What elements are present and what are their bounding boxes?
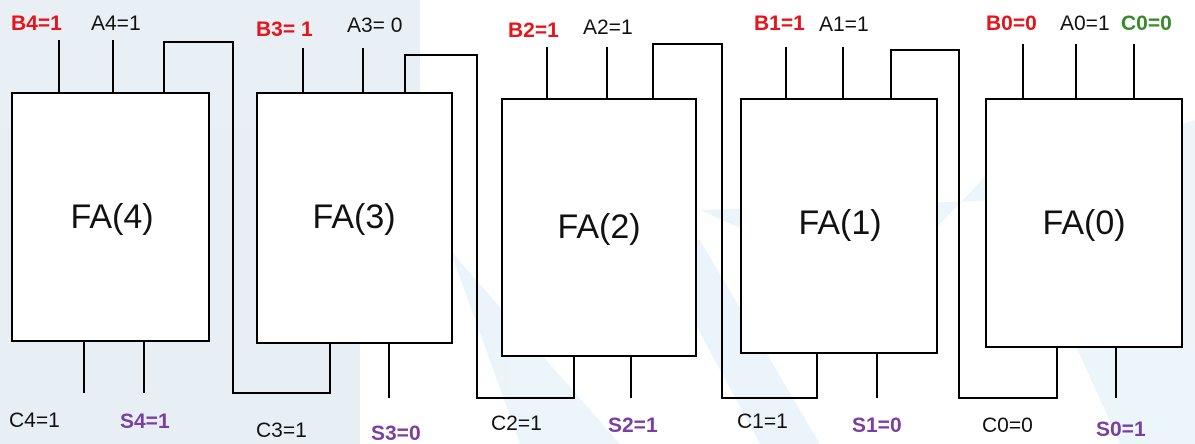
- label-b3: B3= 1: [256, 18, 313, 41]
- label-c4: C4=1: [9, 409, 60, 432]
- label-s0: S0=1: [1096, 418, 1146, 441]
- fa0-box: [985, 98, 1183, 348]
- fa1-box: [740, 98, 938, 354]
- label-c0: C0=0: [982, 414, 1033, 437]
- fa0-label: FA(0): [1042, 204, 1125, 242]
- label-b1: B1=1: [754, 12, 805, 35]
- full-adder-3: FA(3): [256, 48, 575, 399]
- label-b2: B2=1: [508, 19, 559, 42]
- label-b4: B4=1: [11, 12, 62, 35]
- label-a4: A4=1: [91, 12, 141, 35]
- carry-in-wire-2: [652, 43, 818, 399]
- carry-in-wire-4: [163, 41, 331, 394]
- label-c2: C2=1: [491, 412, 542, 435]
- carry-in-wire-1: [890, 49, 1058, 399]
- label-a1: A1=1: [819, 13, 869, 36]
- label-s4: S4=1: [120, 410, 170, 433]
- label-a0: A0=1: [1060, 12, 1110, 35]
- fa1-label: FA(1): [798, 204, 881, 242]
- label-a3: A3= 0: [347, 14, 402, 37]
- label-s3: S3=0: [371, 422, 421, 444]
- fa2-box: [501, 98, 697, 357]
- fa3-box: [256, 92, 453, 344]
- label-s1: S1=0: [852, 414, 902, 437]
- full-adder-1: FA(1): [740, 47, 1058, 399]
- fa4-label: FA(4): [70, 198, 153, 236]
- label-c3: C3=1: [256, 419, 307, 442]
- carry-in-wire-3: [404, 54, 575, 399]
- fa2-label: FA(2): [557, 208, 640, 246]
- label-a2: A2=1: [583, 16, 633, 39]
- label-c1: C1=1: [737, 410, 788, 433]
- label-s2: S2=1: [608, 414, 658, 437]
- label-c0-in: C0=0: [1121, 12, 1172, 35]
- fa3-label: FA(3): [312, 198, 395, 236]
- full-adder-4: FA(4): [11, 40, 331, 394]
- full-adder-2: FA(2): [501, 43, 818, 399]
- label-b0: B0=0: [986, 12, 1037, 35]
- full-adder-0: FA(0): [985, 44, 1183, 398]
- fa4-box: [11, 92, 210, 342]
